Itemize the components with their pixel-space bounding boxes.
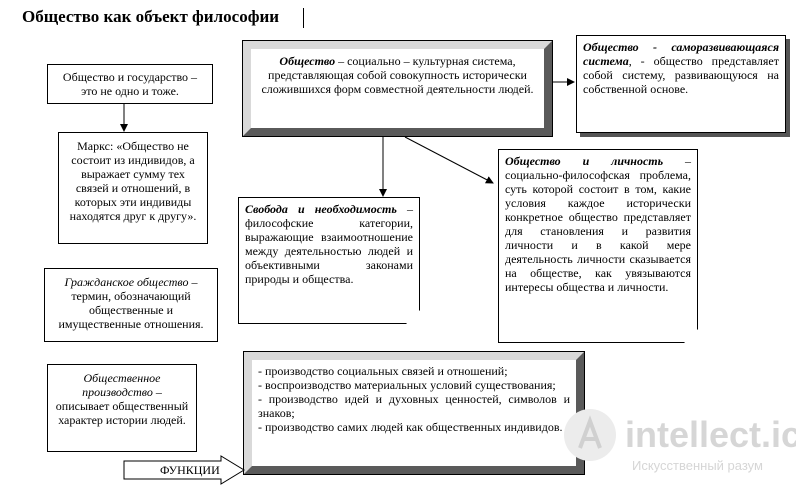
page-title: Общество как объект философии — [22, 7, 280, 26]
society-definition-box: Общество – социально – культурная систем… — [242, 40, 553, 137]
function-item: - производство социальных связей и отнош… — [258, 364, 508, 378]
watermark-name: intellect.icu — [625, 414, 796, 455]
civil-society-term: Гражданское общество — [64, 275, 189, 289]
text-cursor — [303, 8, 304, 28]
functions-arrow — [123, 455, 245, 485]
marx-quote-box: Маркс: «Общество не состоит из индивидов… — [58, 132, 208, 244]
functions-box: - производство социальных связей и отнош… — [243, 351, 585, 475]
self-developing-term: Общество - саморазвивающаяся система — [583, 40, 779, 68]
society-person-box: Общество и личность – социально-философс… — [498, 149, 698, 343]
function-item: - производство идей и духовных ценностей… — [258, 392, 570, 420]
function-item: - воспроизводство материальных условий с… — [258, 378, 556, 392]
freedom-necessity-term: Свобода и необходимость — [245, 202, 397, 216]
watermark-subtitle: Искусственный разум — [632, 458, 763, 473]
arrow-central-to-person — [404, 136, 494, 184]
social-production-box: Общественное производство – описывает об… — [47, 364, 197, 452]
function-item: - производство самих людей как обществен… — [258, 420, 563, 434]
functions-label: ФУНКЦИИ — [160, 463, 220, 477]
society-state-box: Общество и государство – это не одно и т… — [47, 64, 213, 104]
watermark-logo-icon — [564, 409, 616, 461]
social-production-term: Общественное производство — [82, 371, 161, 399]
self-developing-box: Общество - саморазвивающаяся система, - … — [576, 35, 786, 133]
society-person-term: Общество и личность — [505, 154, 664, 168]
freedom-necessity-box: Свобода и необходимость – философские ка… — [238, 197, 420, 324]
society-term: Общество — [279, 54, 336, 68]
civil-society-box: Гражданское общество – термин, обозначаю… — [44, 268, 218, 342]
